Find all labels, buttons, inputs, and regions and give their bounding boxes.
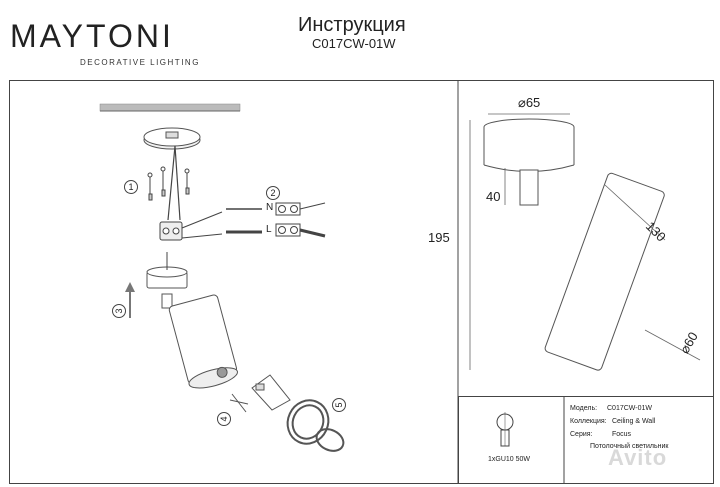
step-1-badge: 1: [124, 180, 138, 194]
brand-subtitle: DECORATIVE LIGHTING: [80, 58, 200, 67]
watermark: Avito: [608, 445, 668, 470]
wire-l-label: L: [266, 224, 272, 235]
ceiling-hatch: [99, 103, 241, 112]
dimension-lines: [469, 113, 701, 370]
spec-series-label: Серия:: [570, 431, 593, 438]
dim-stem: 40: [486, 189, 501, 204]
wiring-detail: [181, 202, 326, 239]
clip: [229, 393, 249, 413]
screws: [147, 166, 190, 201]
wire-n-label: N: [266, 202, 274, 213]
spec-model-value: C017CW-01W: [607, 405, 652, 412]
model-number: C017CW-01W: [312, 36, 396, 51]
spec-box: [458, 396, 714, 484]
brand-logo: MAYTONI: [10, 18, 174, 54]
spec-collection-label: Коллекция:: [570, 418, 607, 425]
step-2-badge: 2: [266, 186, 280, 200]
dim-top-diameter: ⌀65: [518, 95, 541, 110]
spec-series-value: Focus: [612, 431, 632, 438]
dim-total-height: 195: [428, 230, 450, 245]
mount-plate: [143, 127, 201, 150]
bulb-spec: 1xGU10 50W: [488, 456, 531, 463]
spec-model-label: Модель:: [570, 405, 598, 412]
rings: [286, 399, 345, 452]
drawing-frame: [9, 80, 714, 484]
spec-type-value: Потолочный светильник: [590, 443, 669, 450]
gu10-lamp: [251, 374, 291, 411]
dimension-drawing: [483, 118, 665, 371]
spot-body: [161, 293, 238, 389]
page-title: Инструкция: [298, 14, 406, 36]
terminal-block: [159, 221, 183, 241]
spec-collection-value: Ceiling & Wall: [612, 418, 656, 425]
